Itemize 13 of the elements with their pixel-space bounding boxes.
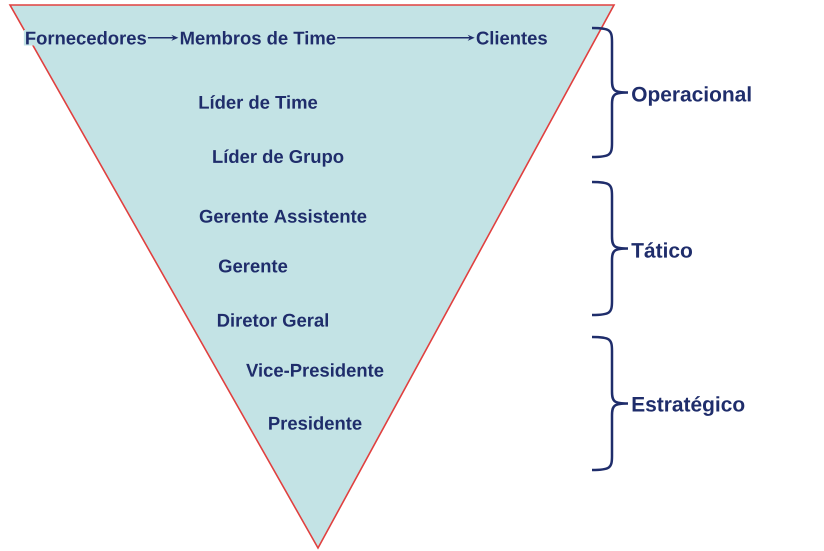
level-label: Presidente bbox=[269, 416, 362, 430]
level-label: Líder de Time bbox=[200, 95, 318, 109]
level-label: Diretor Geral bbox=[218, 313, 328, 327]
level-label: Gerente bbox=[218, 259, 288, 273]
level-label: Tático bbox=[631, 242, 692, 258]
level-label: Estratégico bbox=[632, 396, 744, 416]
level-label: Líder de Grupo bbox=[213, 149, 344, 167]
role-label: Clientes bbox=[474, 30, 549, 46]
role-label: Fornecedores bbox=[24, 30, 148, 46]
level-label: Operacional bbox=[632, 86, 751, 106]
level-label: Gerente Assistente bbox=[200, 209, 366, 223]
role-label: Membros de Time bbox=[178, 30, 337, 46]
level-label: Vice-Presidente bbox=[246, 363, 384, 377]
